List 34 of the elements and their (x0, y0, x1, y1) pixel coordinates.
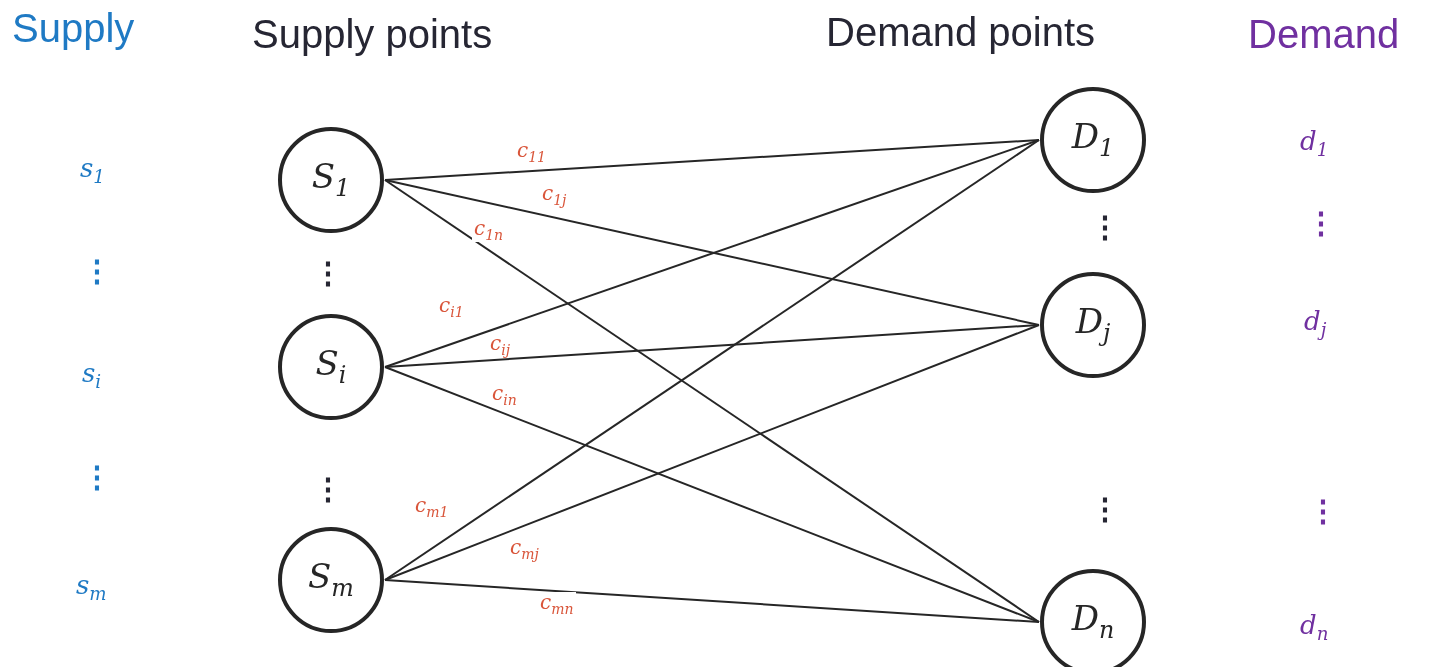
ellipsis: ⋮ (82, 462, 112, 492)
node-label: D$_{j}$ (1075, 304, 1111, 346)
ellipsis: ⋮ (313, 474, 343, 504)
ellipsis: ⋮ (1306, 208, 1336, 238)
node-label: D$_{1}$ (1071, 119, 1115, 161)
ellipsis: ⋮ (313, 258, 343, 288)
heading: Demand (1248, 14, 1400, 54)
node-label: S$_{m}$ (308, 559, 354, 601)
heading: Demand points (826, 12, 1096, 52)
connector-line (384, 139, 1040, 181)
connector-line (384, 179, 1040, 326)
demand-value: d$_{1}$ (1300, 128, 1329, 160)
connector-line (384, 366, 1040, 623)
ellipsis: ⋮ (82, 256, 112, 286)
ellipsis: ⋮ (1308, 496, 1338, 526)
supply-value: s$_{1}$ (80, 155, 105, 187)
heading: Supply (12, 8, 135, 48)
supply-value: s$_{m}$ (76, 572, 107, 604)
ellipsis: ⋮ (1090, 494, 1120, 524)
connector-line (384, 179, 1040, 623)
demand-value: d$_{n}$ (1300, 612, 1329, 644)
supply-value: s$_{i}$ (82, 360, 102, 392)
connector-line (384, 139, 1040, 368)
ellipsis: ⋮ (1090, 212, 1120, 242)
heading: Supply points (252, 14, 493, 54)
edge-label: c$_{mn}$ (538, 592, 576, 616)
connector-line (384, 139, 1040, 581)
connector-line (384, 324, 1040, 581)
node-label: S$_{1}$ (311, 159, 351, 201)
node-label: S$_{i}$ (315, 346, 347, 388)
connector-line (384, 579, 1040, 623)
demand-value: d$_{j}$ (1304, 308, 1327, 340)
connector-line (384, 324, 1040, 368)
node-label: D$_{n}$ (1071, 601, 1115, 643)
